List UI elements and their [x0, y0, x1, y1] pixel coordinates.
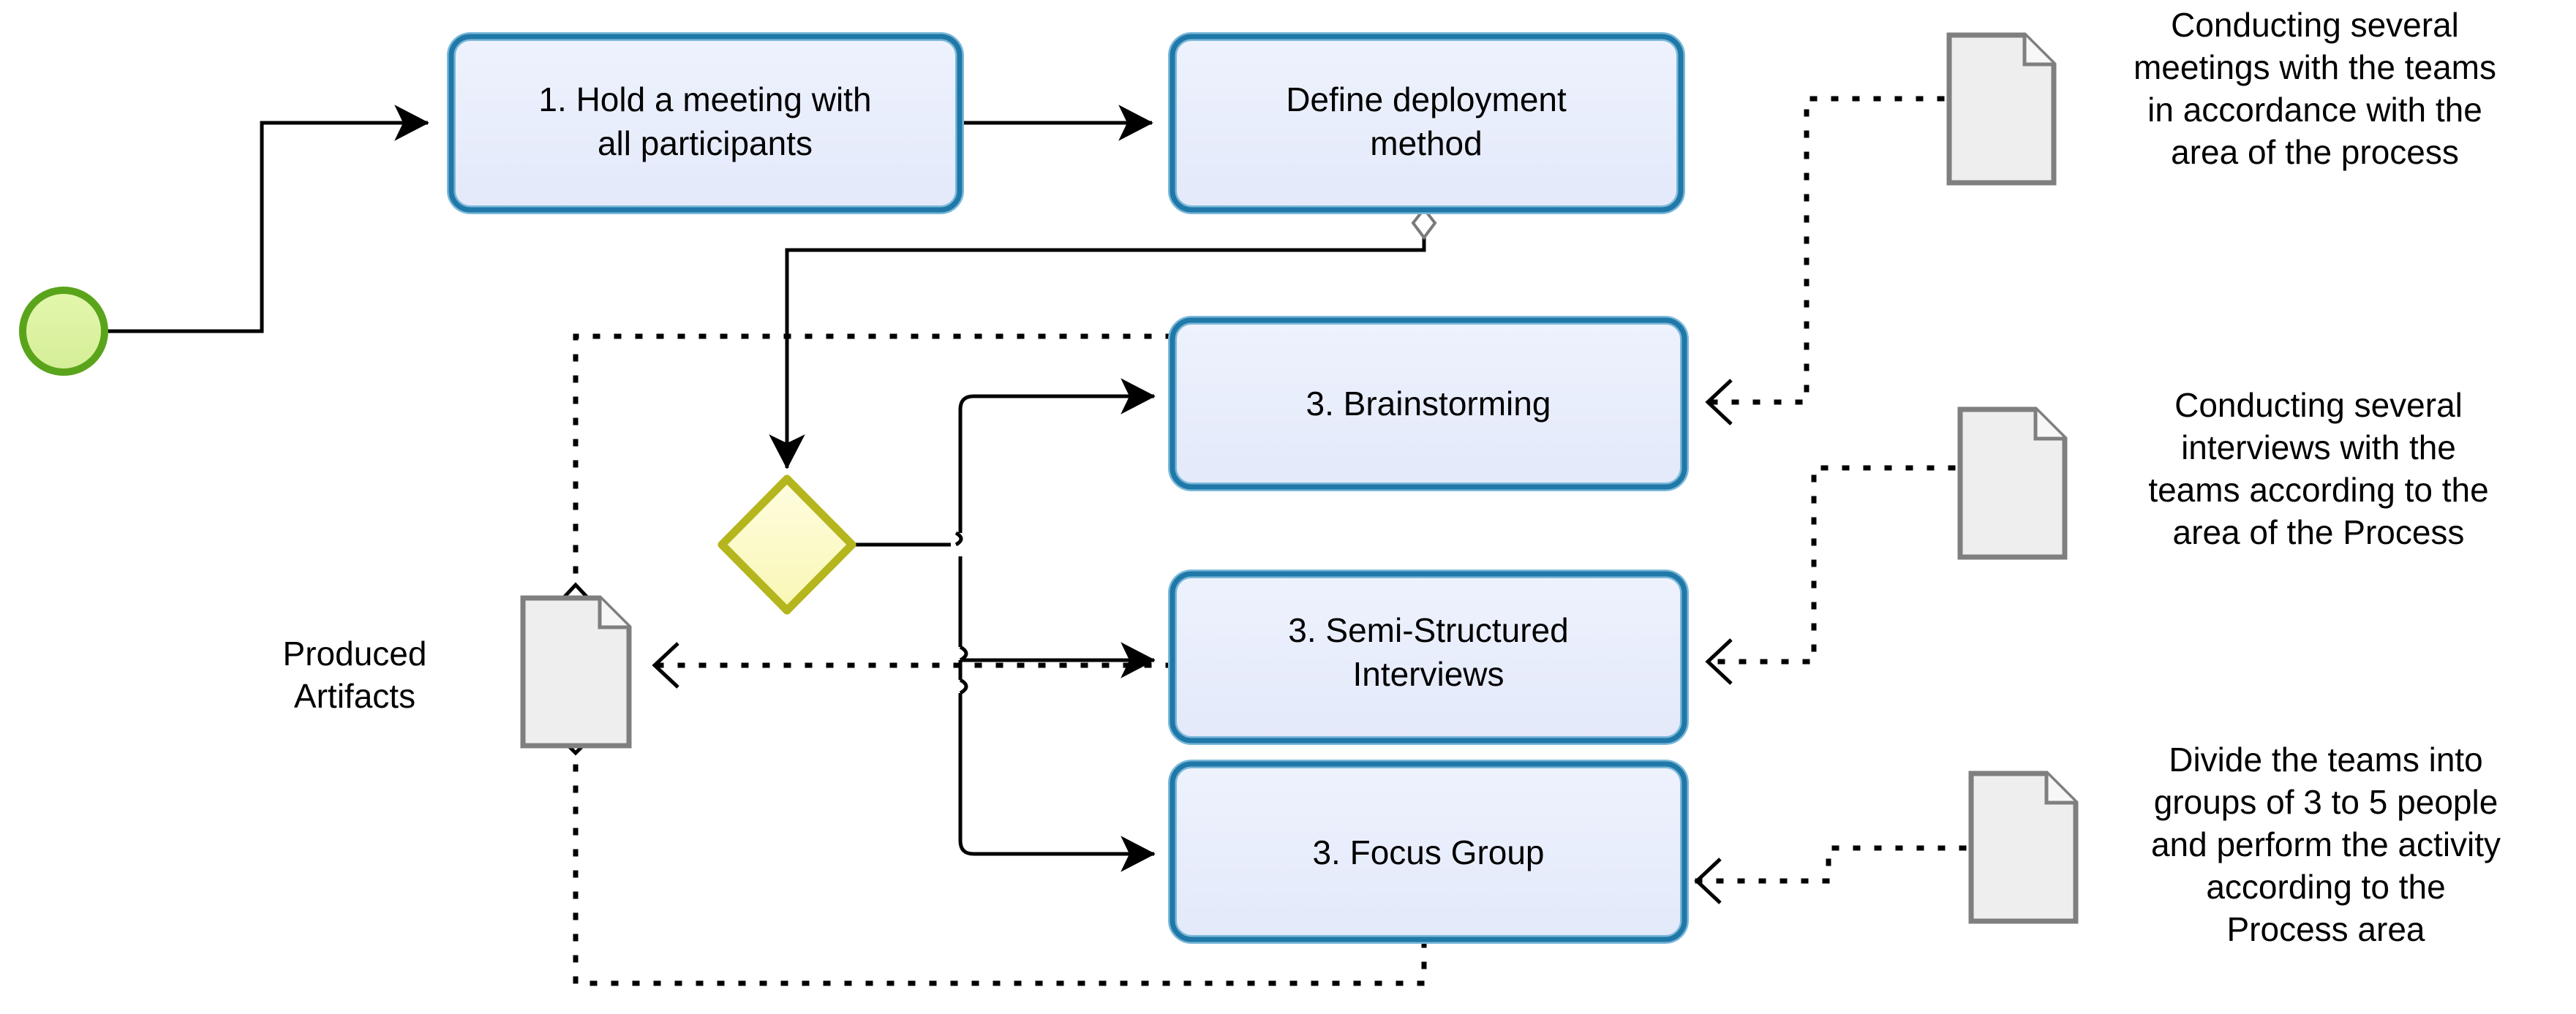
note-meetings-line-3: area of the process [2171, 133, 2459, 171]
flow-gateway-to-focusgroup [958, 660, 1156, 872]
note-focus-group-line-2: and perform the activity [2151, 825, 2501, 863]
assoc-note-focusgroup [1694, 845, 1967, 904]
task-brainstorming[interactable]: 3. Brainstorming [1168, 316, 1689, 491]
produced-artifacts-label-line-0: Produced [283, 635, 427, 673]
note-icon [1946, 32, 2057, 186]
flow-gateway-to-semistructured [958, 556, 1156, 678]
note-fold-icon [2022, 35, 2054, 67]
produced-artifacts-label-line-1: Artifacts [294, 677, 415, 715]
task-define-method-line-1: method [1370, 124, 1482, 162]
note-interviews[interactable]: Conducting several interviews with the t… [1957, 386, 2489, 560]
note-focus-group-line-4: Process area [2226, 910, 2425, 948]
task-hold-meeting-line-1: all participants [598, 124, 813, 162]
task-semi-structured[interactable]: 3. Semi-Structured Interviews [1168, 570, 1689, 745]
task-define-method-line-0: Define deployment [1286, 80, 1567, 118]
note-interviews-line-0: Conducting several [2174, 386, 2463, 424]
task-brainstorming-line-0: 3. Brainstorming [1306, 385, 1551, 423]
conditional-flow-diamond [1411, 206, 1437, 241]
note-meetings-line-1: meetings with the teams [2134, 48, 2496, 86]
task-semi-structured-line-0: 3. Semi-Structured [1288, 611, 1568, 649]
note-focus-group-line-1: groups of 3 to 5 people [2154, 783, 2498, 821]
assoc-semistructured-to-artifacts [652, 642, 1173, 689]
flow-define-to-gateway [769, 206, 1437, 469]
note-icon [1968, 771, 2079, 924]
produced-artifacts-data-object[interactable]: Produced Artifacts [283, 595, 632, 749]
flow-gateway-to-brainstorming [852, 378, 1156, 547]
note-fold-icon [2044, 773, 2076, 805]
note-interviews-line-1: interviews with the [2181, 428, 2456, 466]
assoc-note-interviews [1705, 465, 1956, 685]
task-semi-structured-line-1: Interviews [1352, 655, 1504, 693]
note-icon [1957, 406, 2068, 560]
note-meetings-line-2: in accordance with the [2147, 91, 2482, 129]
task-define-method[interactable]: Define deployment method [1168, 32, 1685, 214]
task-focus-group[interactable]: 3. Focus Group [1168, 760, 1689, 944]
task-focus-group-line-0: 3. Focus Group [1312, 833, 1544, 871]
flow-start-to-meeting [72, 105, 429, 333]
note-focus-group[interactable]: Divide the teams into groups of 3 to 5 p… [1968, 741, 2501, 948]
note-focus-group-line-0: Divide the teams into [2169, 741, 2483, 779]
start-event[interactable] [19, 287, 108, 376]
task-hold-meeting-line-0: 1. Hold a meeting with [538, 80, 871, 118]
note-interviews-line-2: teams according to the [2148, 471, 2488, 509]
task-hold-meeting[interactable]: 1. Hold a meeting with all participants [447, 32, 964, 214]
note-meetings-line-0: Conducting several [2171, 6, 2459, 44]
assoc-note-meetings [1705, 96, 1945, 425]
note-meetings[interactable]: Conducting several meetings with the tea… [1946, 6, 2496, 186]
note-fold-icon [2033, 409, 2065, 441]
exclusive-gateway[interactable] [718, 474, 856, 615]
note-focus-group-line-3: according to the [2206, 868, 2445, 906]
note-interviews-line-3: area of the Process [2173, 513, 2465, 551]
